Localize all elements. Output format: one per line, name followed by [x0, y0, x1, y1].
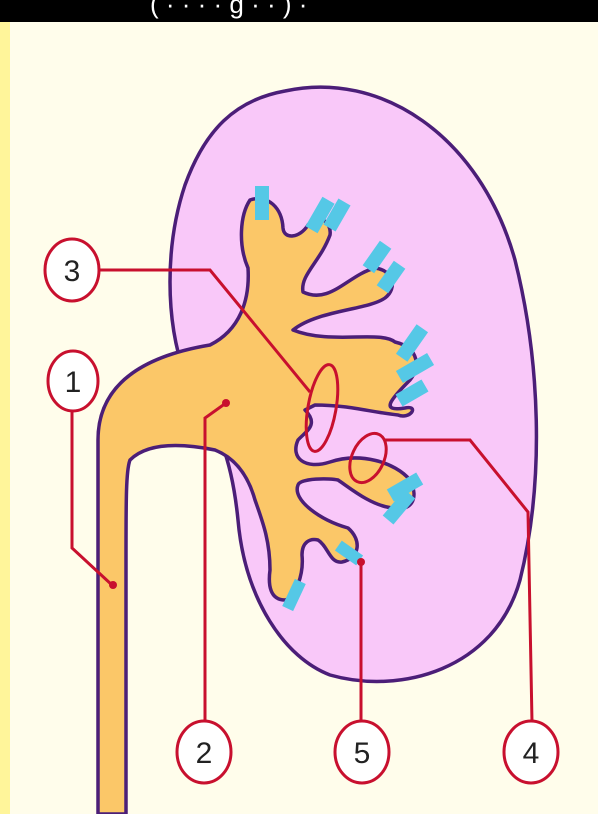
callout-3: 3: [45, 239, 99, 301]
callout-3-label: 3: [64, 255, 81, 288]
pelvis-dot: [222, 399, 230, 407]
callout-1-label: 1: [65, 366, 82, 399]
callout-4-label: 4: [523, 737, 540, 770]
callout-1: 1: [48, 351, 98, 411]
papilla-mark: [255, 186, 269, 220]
papilla-dot: [357, 558, 365, 566]
callout-4: 4: [504, 721, 558, 783]
ureter-dot: [109, 581, 117, 589]
callout-2-label: 2: [196, 737, 213, 770]
callout-5: 5: [335, 721, 389, 783]
callout-2: 2: [177, 721, 231, 783]
callout-5-label: 5: [354, 737, 371, 770]
